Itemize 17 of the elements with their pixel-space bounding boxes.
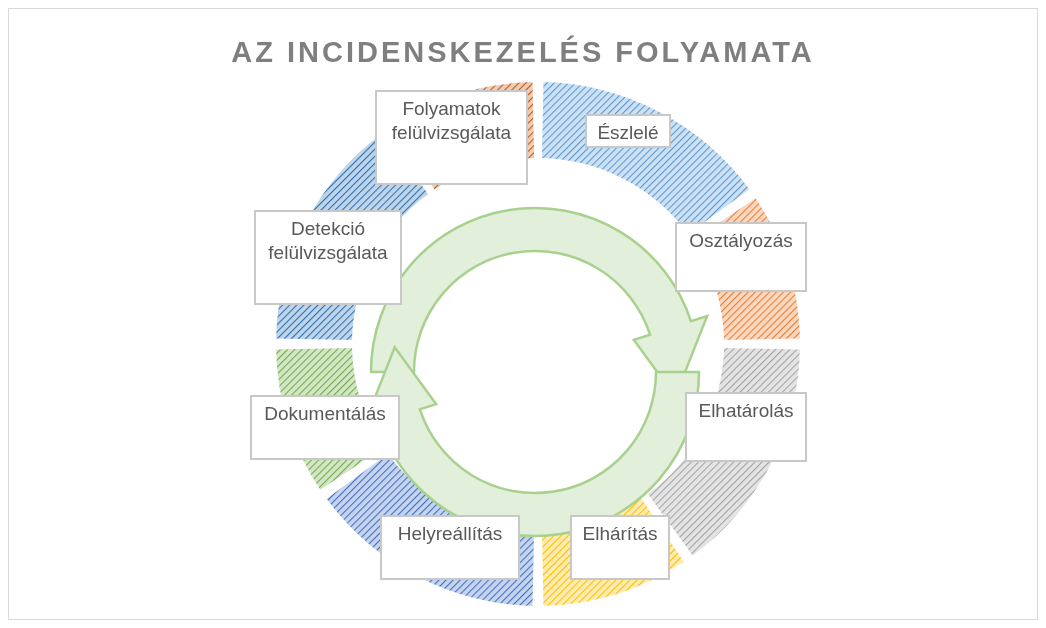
segment-label: Osztályozás [688,229,794,253]
segment-label: Elhatárolás [697,399,795,423]
label-box [380,515,520,580]
label-box [570,515,670,580]
label-box [585,114,671,148]
label-box [250,395,400,460]
label-box [254,210,402,305]
chart-title: AZ INCIDENSKEZELÉS FOLYAMATA [230,36,816,69]
label-box [375,90,528,185]
segment-label: Helyreállítás [396,522,504,546]
label-box [675,222,807,292]
segment-label: Detekció felülvizsgálata [267,217,389,265]
segment-label: Észlelé [596,121,660,145]
segment-label: Elhárítás [581,522,659,546]
label-box [685,392,807,462]
segment-label: Dokumentálás [263,402,387,426]
segment-label: Folyamatok felülvizsgálata [390,97,513,145]
